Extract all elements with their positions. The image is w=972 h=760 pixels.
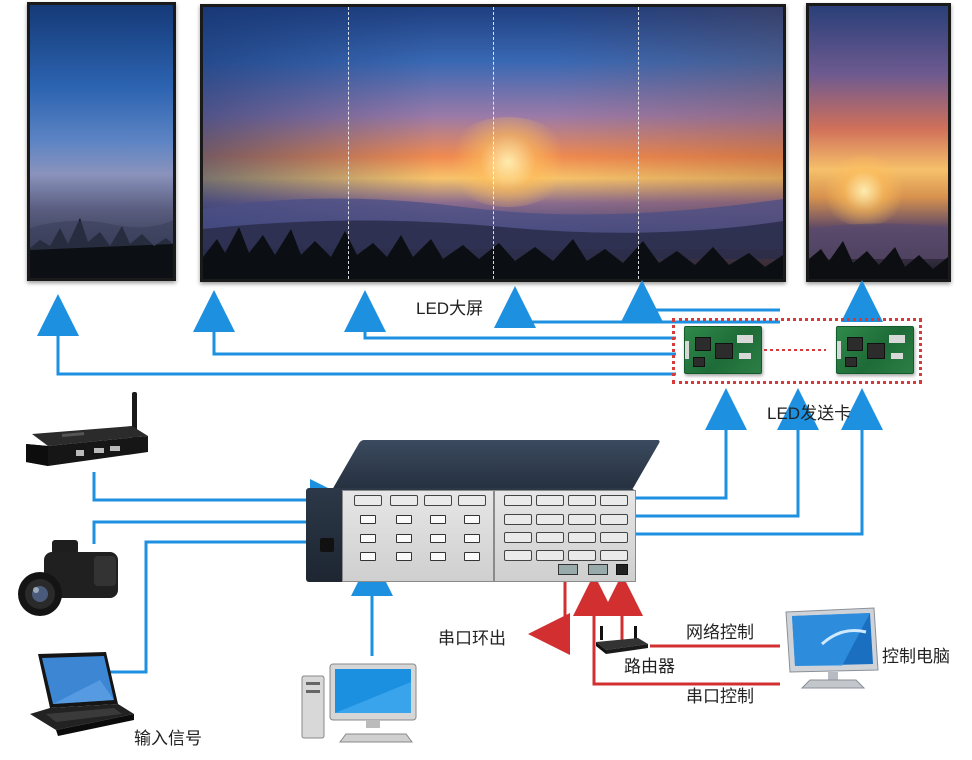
signal-line — [92, 501, 352, 544]
router-label: 路由器 — [624, 657, 675, 676]
screen-divider — [348, 7, 349, 279]
led-screen-main — [200, 4, 786, 282]
screen-divider — [638, 7, 639, 279]
led-screen-right — [806, 3, 951, 282]
signal-line — [193, 290, 676, 356]
control-pc-label: 控制电脑 — [882, 647, 950, 666]
forest-silhouette — [30, 218, 173, 278]
control-line — [528, 572, 570, 655]
serial-control-label: 串口控制 — [686, 687, 754, 706]
led-screen-left — [27, 2, 176, 281]
desktop-computer-icon — [301, 663, 417, 743]
signal-line — [108, 521, 352, 674]
laptop-icon — [30, 652, 134, 736]
monitor-icon — [785, 607, 879, 689]
input-signal-label: 输入信号 — [134, 729, 202, 748]
serial-loop-out-label: 串口环出 — [438, 629, 506, 648]
screen-divider — [493, 7, 494, 279]
router-icon — [596, 626, 648, 654]
signal-line — [632, 388, 883, 536]
signal-line — [344, 290, 676, 340]
set-top-box-icon — [26, 392, 148, 466]
sending-card-box — [672, 318, 922, 384]
signal-line — [632, 388, 819, 518]
video-processor-icon — [306, 440, 661, 582]
circuit-board-icon — [836, 326, 914, 374]
video-camera-icon — [18, 540, 118, 616]
signal-line — [37, 294, 676, 376]
signal-line — [92, 472, 352, 521]
control-line — [573, 574, 780, 686]
circuit-board-icon — [684, 326, 762, 374]
sending-card-label: LED发送卡 — [767, 404, 852, 423]
led-screen-label: LED大屏 — [416, 299, 484, 318]
forest-silhouette — [809, 223, 948, 279]
signal-line — [494, 286, 780, 328]
signal-line — [632, 388, 747, 500]
network-control-label: 网络控制 — [686, 623, 754, 642]
signal-line — [621, 280, 780, 322]
